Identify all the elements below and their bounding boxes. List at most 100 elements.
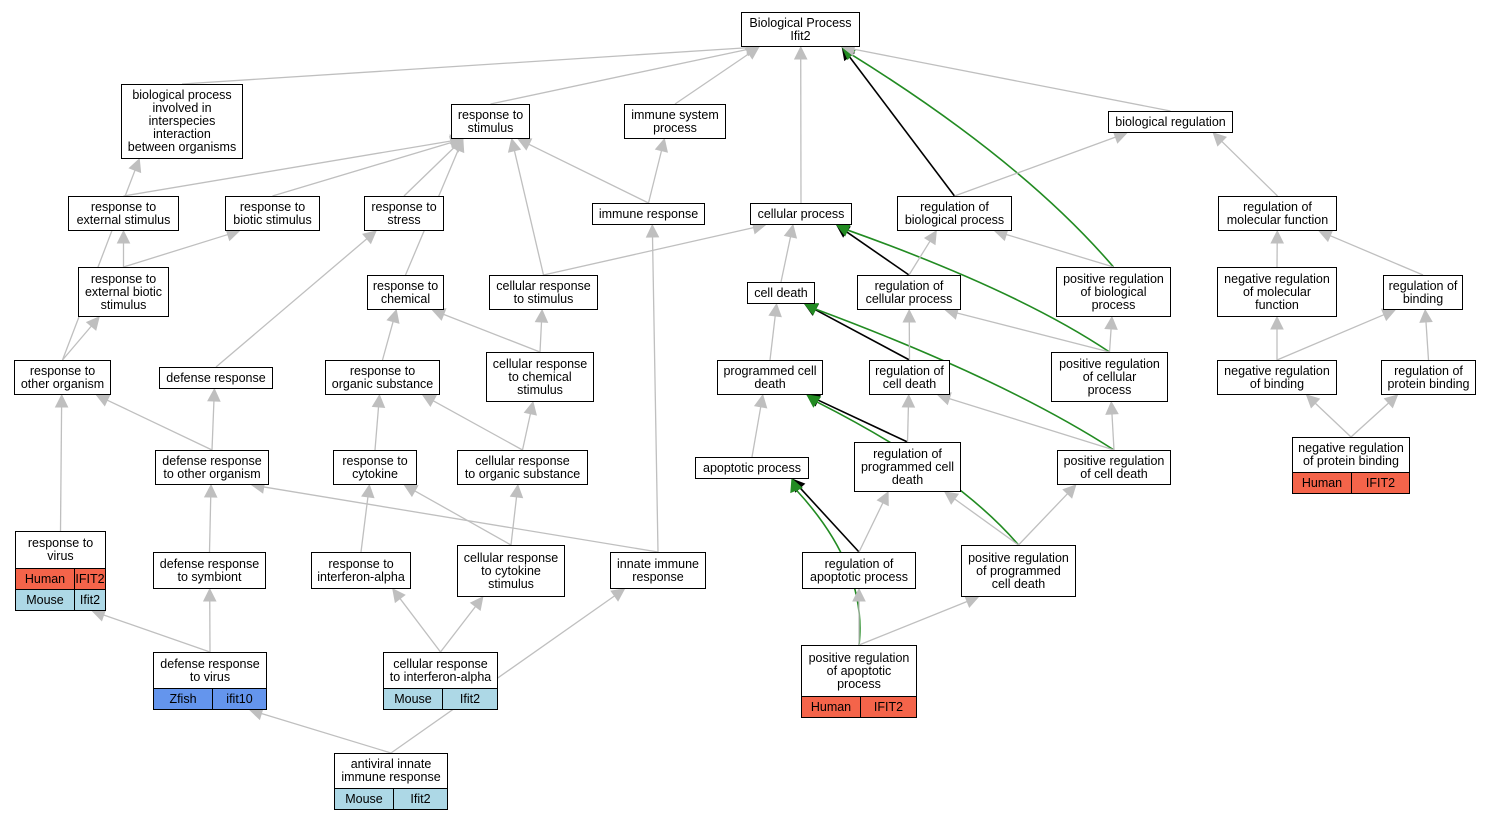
go-term-rext[interactable]: response to external stimulus — [68, 196, 179, 231]
edge-arrowhead — [1212, 132, 1227, 147]
go-term-imsys[interactable]: immune system process — [624, 104, 726, 139]
go-term-crorg[interactable]: cellular response to organic substance — [457, 450, 588, 485]
go-term-label: cellular response to interferon-alpha — [389, 656, 492, 684]
go-term-posregpcd[interactable]: positive regulation of programmed cell d… — [961, 545, 1076, 597]
go-term-label: response to stimulus — [457, 107, 524, 135]
go-term-rextbio[interactable]: response to external biotic stimulus — [78, 267, 169, 317]
go-term-label: response to stress — [371, 199, 437, 227]
go-term-label: immune response — [598, 206, 699, 221]
go-term-celldeath[interactable]: cell death — [747, 282, 815, 304]
go-term-bpinter[interactable]: biological process involved in interspec… — [121, 84, 243, 159]
go-term-label: defense response to symbiont — [159, 556, 260, 584]
edge-arrowhead — [523, 400, 537, 416]
go-term-defresp[interactable]: defense response — [159, 367, 273, 389]
go-term-negregbind[interactable]: negative regulation of binding — [1217, 360, 1337, 395]
edge-arrowhead — [901, 393, 916, 408]
go-term-label: defense response to virus — [160, 656, 260, 684]
edge-is-a — [651, 236, 659, 553]
go-term-rother[interactable]: response to other organism — [14, 360, 111, 395]
go-term-posregbio[interactable]: positive regulation of biological proces… — [1056, 267, 1171, 317]
go-term-bp[interactable]: Biological Process Ifit2 — [741, 12, 860, 47]
go-term-cellproc[interactable]: cellular process — [750, 203, 852, 225]
species-label: Human — [810, 699, 852, 714]
go-term-rifna[interactable]: response to interferon-alpha — [311, 552, 411, 589]
edge-is-a — [1111, 413, 1115, 451]
go-term-crcyto[interactable]: cellular response to cytokine stimulus — [457, 545, 565, 597]
go-term-posregcell[interactable]: positive regulation of cellular process — [1051, 352, 1168, 402]
go-term-apop[interactable]: apoptotic process — [695, 457, 809, 479]
go-term-label: programmed cell death — [723, 363, 817, 391]
edge-is-a — [853, 48, 1171, 112]
edge-is-a — [360, 496, 369, 553]
go-term-posregapop[interactable]: positive regulation of apoptotic process… — [801, 645, 917, 718]
edge-is-a — [263, 486, 659, 553]
go-term-rchem[interactable]: response to chemical — [367, 275, 444, 310]
go-term-label: cellular response to cytokine stimulus — [463, 550, 559, 591]
go-term-regprotbind[interactable]: regulation of protein binding — [1381, 360, 1476, 395]
edge-arrowhead — [803, 303, 820, 316]
go-term-defother[interactable]: defense response to other organism — [155, 450, 269, 485]
go-term-regbind[interactable]: regulation of binding — [1383, 275, 1463, 310]
go-term-innate[interactable]: innate immune response — [610, 552, 706, 589]
edge-arrowhead — [1318, 229, 1334, 243]
go-term-regpcd[interactable]: regulation of programmed cell death — [854, 442, 961, 492]
go-term-bioreg[interactable]: biological regulation — [1108, 111, 1233, 133]
gene-label: ifit10 — [212, 689, 266, 709]
edge-is-a — [1276, 314, 1385, 361]
go-term-label: cell death — [754, 285, 808, 300]
go-term-label: cellular response to organic substance — [464, 453, 581, 481]
edge-is-a — [399, 598, 442, 653]
go-term-rcyto[interactable]: response to cytokine — [333, 450, 417, 485]
go-term-label: response to organic substance — [331, 363, 434, 391]
go-term-regmol[interactable]: regulation of molecular function — [1218, 196, 1337, 231]
edge-positively-regulates — [847, 229, 1110, 353]
edge-is-a — [954, 498, 1019, 546]
go-term-crstim[interactable]: cellular response to stimulus — [489, 275, 598, 310]
go-term-rstim[interactable]: response to stimulus — [451, 104, 530, 139]
go-term-imresp[interactable]: immune response — [592, 203, 705, 225]
go-term-regapop[interactable]: regulation of apoptotic process — [802, 552, 916, 589]
go-term-label: regulation of programmed cell death — [860, 446, 955, 487]
go-term-crchem[interactable]: cellular response to chemical stimulus — [486, 352, 594, 402]
go-term-regcell[interactable]: regulation of cellular process — [857, 275, 961, 310]
edge-arrowhead — [403, 484, 419, 498]
go-term-label: Biological Process Ifit2 — [749, 15, 852, 43]
gene-label: Ifit2 — [393, 789, 447, 809]
edge-arrowhead — [507, 137, 522, 153]
edge-arrowhead — [610, 588, 626, 602]
edge-is-a — [272, 141, 452, 197]
go-term-defsym[interactable]: defense response to symbiont — [153, 552, 266, 589]
go-term-rorg[interactable]: response to organic substance — [325, 360, 440, 395]
go-term-label: positive regulation of biological proces… — [1063, 271, 1164, 312]
gene-label: IFIT2 — [1351, 473, 1409, 493]
edge-arrowhead — [386, 308, 400, 324]
go-term-label: response to virus — [27, 536, 94, 563]
edge-is-a — [780, 236, 792, 283]
edge-arrowhead — [421, 394, 437, 407]
go-term-pcd[interactable]: programmed cell death — [717, 360, 823, 395]
species-label: Mouse — [345, 791, 383, 806]
go-term-rstress[interactable]: response to stress — [364, 196, 444, 231]
edge-is-a — [513, 150, 545, 276]
edge-is-a — [439, 606, 476, 653]
go-term-posregcd[interactable]: positive regulation of cell death — [1057, 450, 1171, 485]
edge-positively-regulates — [851, 53, 1115, 268]
edge-arrowhead — [744, 46, 760, 60]
gene-label: IFIT2 — [860, 697, 916, 717]
edge-is-a — [432, 400, 523, 451]
go-term-label: regulation of binding — [1388, 278, 1458, 306]
go-term-regbio[interactable]: regulation of biological process — [897, 196, 1012, 231]
edge-is-a — [521, 413, 532, 451]
go-term-regcd[interactable]: regulation of cell death — [869, 360, 950, 395]
go-term-negregmol[interactable]: negative regulation of molecular functio… — [1217, 267, 1337, 317]
gene-annotation-row: Mouse Ifit2 — [335, 788, 447, 809]
go-term-rbio[interactable]: response to biotic stimulus — [225, 196, 320, 231]
go-term-label: response to interferon-alpha — [317, 556, 405, 584]
